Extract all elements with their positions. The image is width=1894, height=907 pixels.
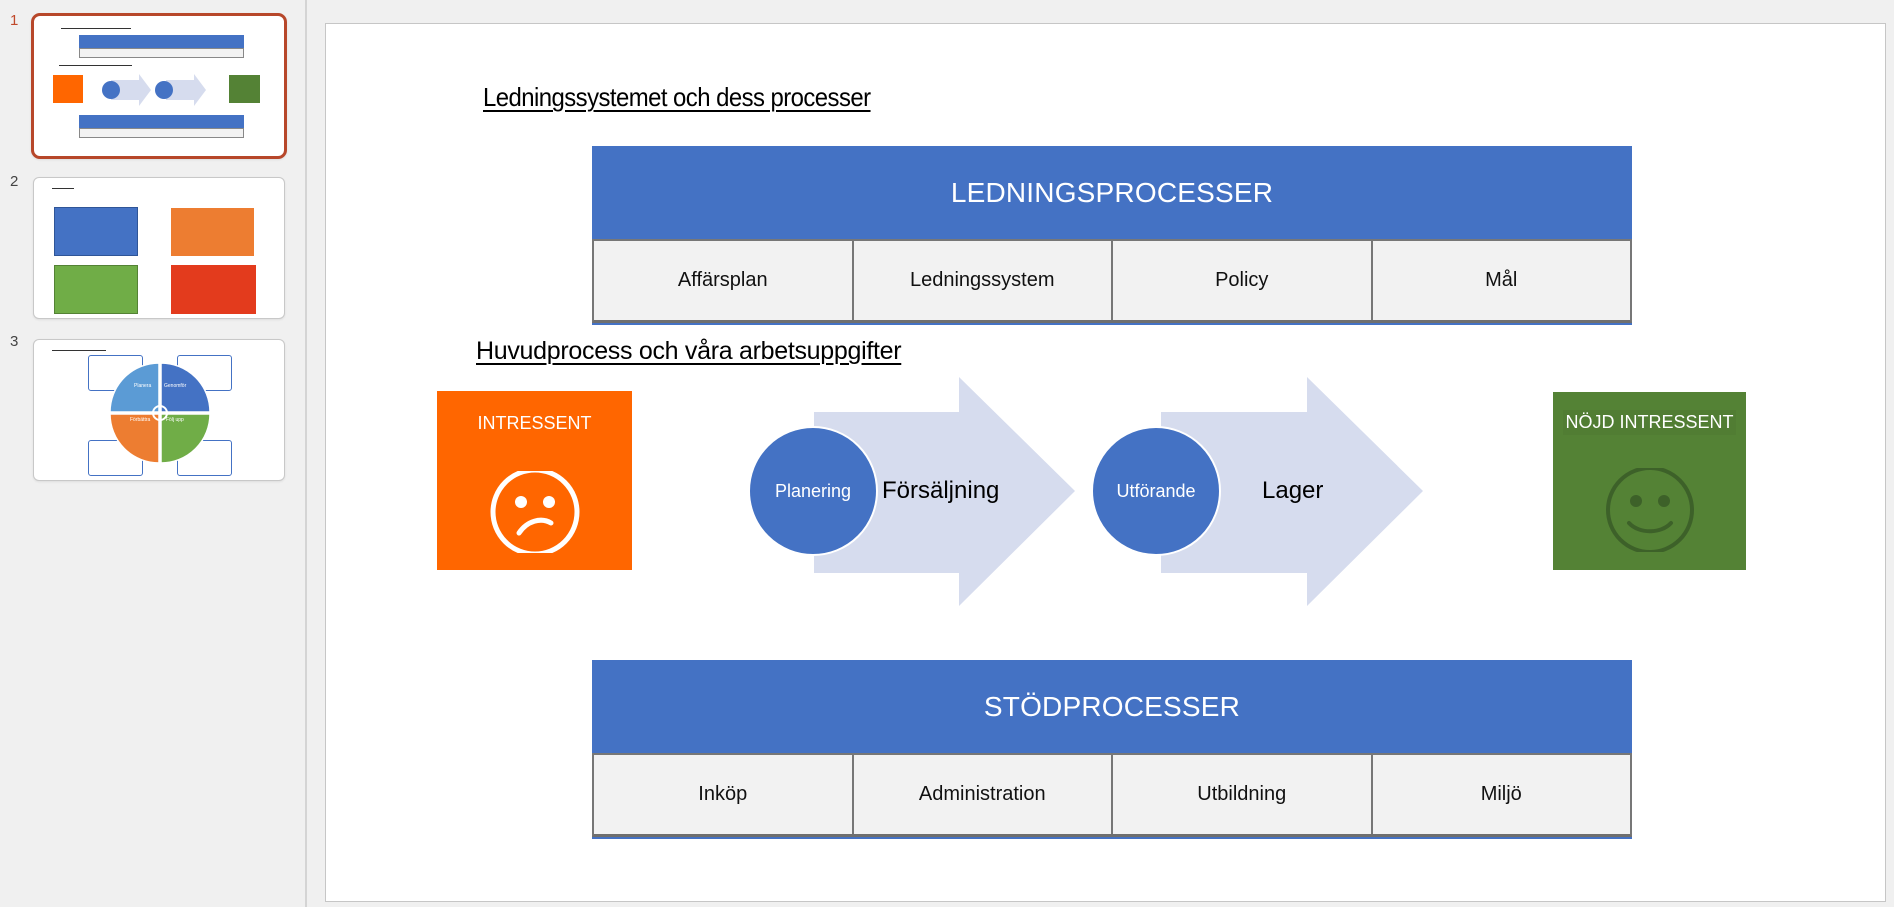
support-processes-row: Inköp Administration Utbildning Miljö — [592, 753, 1632, 837]
thumb-quadrant-label: Genomför — [164, 383, 187, 389]
thumb-support-header — [79, 115, 244, 128]
slide-canvas[interactable]: Ledningssystemet och dess processer LEDN… — [325, 23, 1886, 902]
thumb-orange-quadrant — [171, 208, 254, 256]
process-arrow-label[interactable]: Lager — [1262, 477, 1324, 504]
stakeholder-label: INTRESSENT — [477, 413, 592, 433]
support-processes-block[interactable]: STÖDPROCESSER Inköp Administration Utbil… — [592, 660, 1632, 837]
thumb-quadrant-label: Följ upp — [166, 417, 184, 423]
slide-number: 3 — [10, 333, 19, 350]
management-processes-header[interactable]: LEDNINGSPROCESSER — [592, 146, 1632, 239]
thumb-management-cells — [79, 48, 244, 58]
thumb-pdca-wheel — [110, 362, 210, 464]
process-cell[interactable]: Policy — [1113, 241, 1373, 320]
slide-thumbnail-2[interactable] — [33, 177, 285, 319]
thumb-title-line — [52, 350, 106, 351]
process-cell[interactable]: Mål — [1485, 269, 1518, 291]
process-cell[interactable]: Miljö — [1480, 783, 1522, 805]
thumb-quadrant-label: Förbättra — [130, 417, 151, 423]
process-cell[interactable]: Administration — [854, 755, 1113, 834]
thumb-support-cells — [79, 128, 244, 138]
thumb-green-quadrant — [54, 265, 138, 314]
management-processes-block[interactable]: LEDNINGSPROCESSER Affärsplan Ledningssys… — [592, 146, 1632, 323]
process-cell[interactable]: Inköp — [594, 755, 854, 834]
slide-thumbnail-1[interactable] — [31, 13, 287, 159]
process-cell[interactable]: Utbildning — [1113, 755, 1373, 834]
slide-number: 1 — [10, 12, 19, 29]
process-circle-label[interactable]: Planering — [774, 481, 852, 501]
happy-face-icon — [1605, 468, 1694, 552]
thumb-management-header — [79, 35, 244, 48]
management-processes-row: Affärsplan Ledningssystem Policy Mål — [592, 239, 1632, 323]
satisfied-stakeholder-box[interactable]: NÖJD INTRESSENT — [1553, 392, 1746, 570]
thumb-green-box — [229, 75, 260, 103]
thumb-flow-arrows — [102, 74, 206, 106]
thumb-heading-line — [59, 65, 132, 66]
thumb-quadrant-label: Planera — [134, 383, 152, 389]
slide-number: 2 — [10, 173, 19, 190]
support-processes-header[interactable]: STÖDPROCESSER — [592, 660, 1632, 753]
stakeholder-box[interactable]: INTRESSENT — [437, 391, 632, 570]
thumb-title-line — [52, 188, 74, 189]
process-cell[interactable]: Ledningssystem — [854, 241, 1113, 320]
slide-title[interactable]: Ledningssystemet och dess processer — [483, 82, 871, 112]
thumb-title-line — [61, 28, 131, 29]
thumb-orange-box — [53, 75, 83, 103]
process-circle-label[interactable]: Utförande — [1116, 481, 1196, 501]
sad-face-icon — [490, 471, 579, 553]
slide-thumbnail-pane[interactable]: 1 2 3 — [0, 0, 307, 907]
process-cell[interactable]: Affärsplan — [594, 241, 854, 320]
main-process-heading[interactable]: Huvudprocess och våra arbetsuppgifter — [476, 337, 902, 365]
slide-thumbnail-3[interactable]: Planera Genomför Förbättra Följ upp — [33, 339, 285, 481]
satisfied-stakeholder-label: NÖJD INTRESSENT — [1563, 410, 1736, 435]
thumb-blue-quadrant — [54, 207, 138, 256]
process-arrow-label[interactable]: Försäljning — [882, 477, 1000, 504]
thumb-red-quadrant — [171, 265, 256, 314]
